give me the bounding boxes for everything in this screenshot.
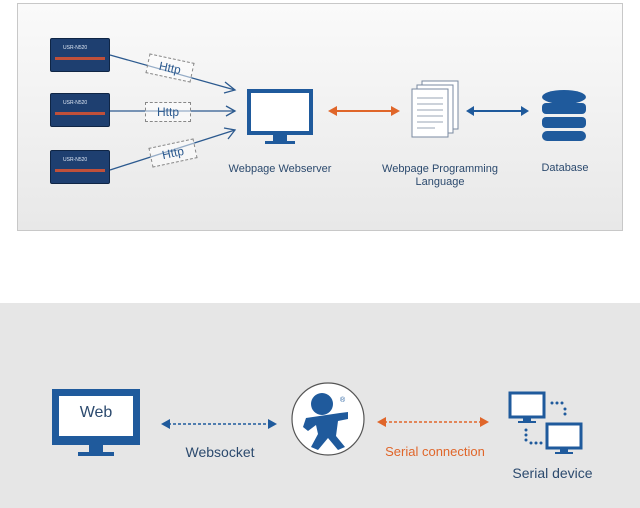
web-label: Web: [79, 404, 113, 421]
websocket-arrow-icon: [161, 419, 277, 429]
serial-device-icon: [508, 391, 583, 454]
device-name: USR-N520: [63, 100, 88, 106]
device-name: USR-N520: [63, 45, 88, 51]
http-label-2: Http: [145, 102, 191, 122]
language-label-line1: Webpage Programming: [382, 163, 498, 175]
serial-device-label: Serial device: [512, 465, 593, 481]
double-arrow-blue-icon: [466, 106, 529, 116]
webserver-label: Webpage Webserver: [228, 163, 332, 175]
device-2: USR-N520: [50, 93, 110, 127]
device-name: USR-N520: [63, 157, 88, 163]
database-label: Database: [541, 162, 589, 174]
database-icon: [542, 90, 586, 141]
svg-text:®: ®: [340, 396, 346, 404]
serial-connection-label: Serial connection: [385, 444, 485, 459]
web-monitor-icon: [52, 389, 140, 456]
double-arrow-orange-icon: [328, 106, 400, 116]
language-label-line2: Language: [415, 176, 465, 188]
arrow-head-icon: [223, 81, 237, 94]
arrow-head-icon: [225, 105, 237, 117]
websocket-label: Websocket: [185, 444, 255, 460]
top-diagram-panel: [17, 3, 623, 231]
usr-logo-icon: ®: [291, 382, 365, 456]
documents-icon: [411, 80, 459, 138]
arrow-head-icon: [223, 127, 237, 140]
serial-arrow-icon: [377, 417, 489, 427]
monitor-icon: [247, 89, 313, 144]
device-1: USR-N520: [50, 38, 110, 72]
device-3: USR-N520: [50, 150, 110, 184]
